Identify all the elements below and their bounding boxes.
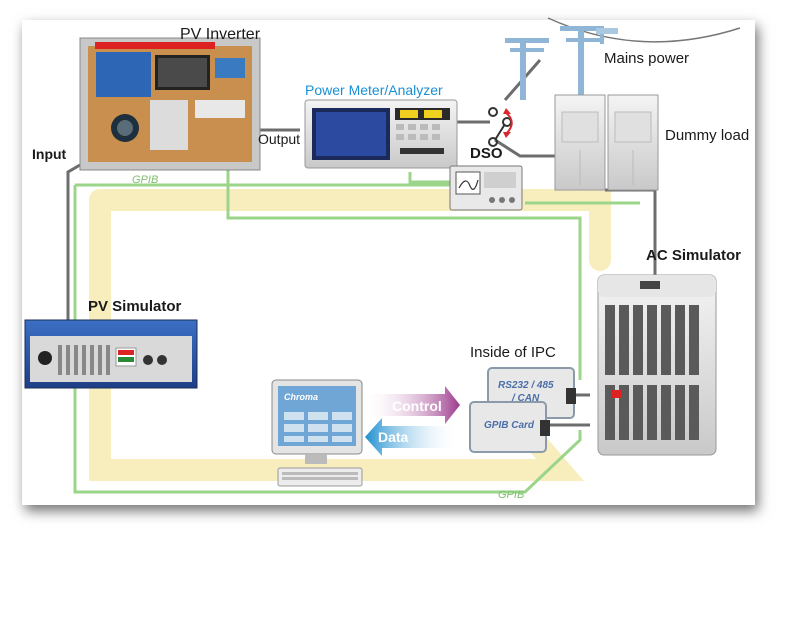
- ipc-cards-image: [469, 367, 576, 453]
- pv-inverter-image: [79, 37, 261, 171]
- pc-monitor-image: [271, 379, 363, 487]
- gpib-lines: [73, 170, 640, 494]
- ac-simulator-image: [597, 274, 717, 456]
- can-label: / CAN: [512, 393, 540, 404]
- dummy-load-label: Dummy load: [665, 127, 750, 144]
- switch-icon: [488, 107, 513, 147]
- dso-label: DSO: [470, 145, 503, 162]
- control-arrow: [362, 386, 460, 424]
- data-label: Data: [378, 429, 409, 445]
- dummy-load-image: [554, 94, 659, 191]
- data-arrow: [365, 418, 460, 456]
- gpib-bottom-label: GPIB: [498, 489, 525, 501]
- power-meter-label: Power Meter/Analyzer: [305, 82, 443, 98]
- gpib-top-label: GPIB: [132, 174, 159, 186]
- ac-simulator-label: AC Simulator: [646, 247, 742, 264]
- power-meter-image: [304, 99, 458, 169]
- output-label: Output: [258, 131, 301, 147]
- inside-ipc-label: Inside of IPC: [470, 344, 556, 361]
- gpib-card-label: GPIB Card: [484, 420, 535, 431]
- dso-image: [449, 165, 523, 211]
- pv-simulator-image: [24, 319, 198, 389]
- chroma-logo: Chroma: [284, 392, 319, 402]
- mains-power-label: Mains power: [604, 50, 690, 67]
- pv-simulator-label: PV Simulator: [88, 298, 182, 315]
- power-pole-icon: [505, 17, 741, 100]
- pv-inverter-label: PV Inverter: [180, 26, 261, 43]
- input-label: Input: [32, 146, 67, 162]
- control-label: Control: [392, 398, 442, 414]
- rs232-label: RS232 / 485: [498, 380, 554, 391]
